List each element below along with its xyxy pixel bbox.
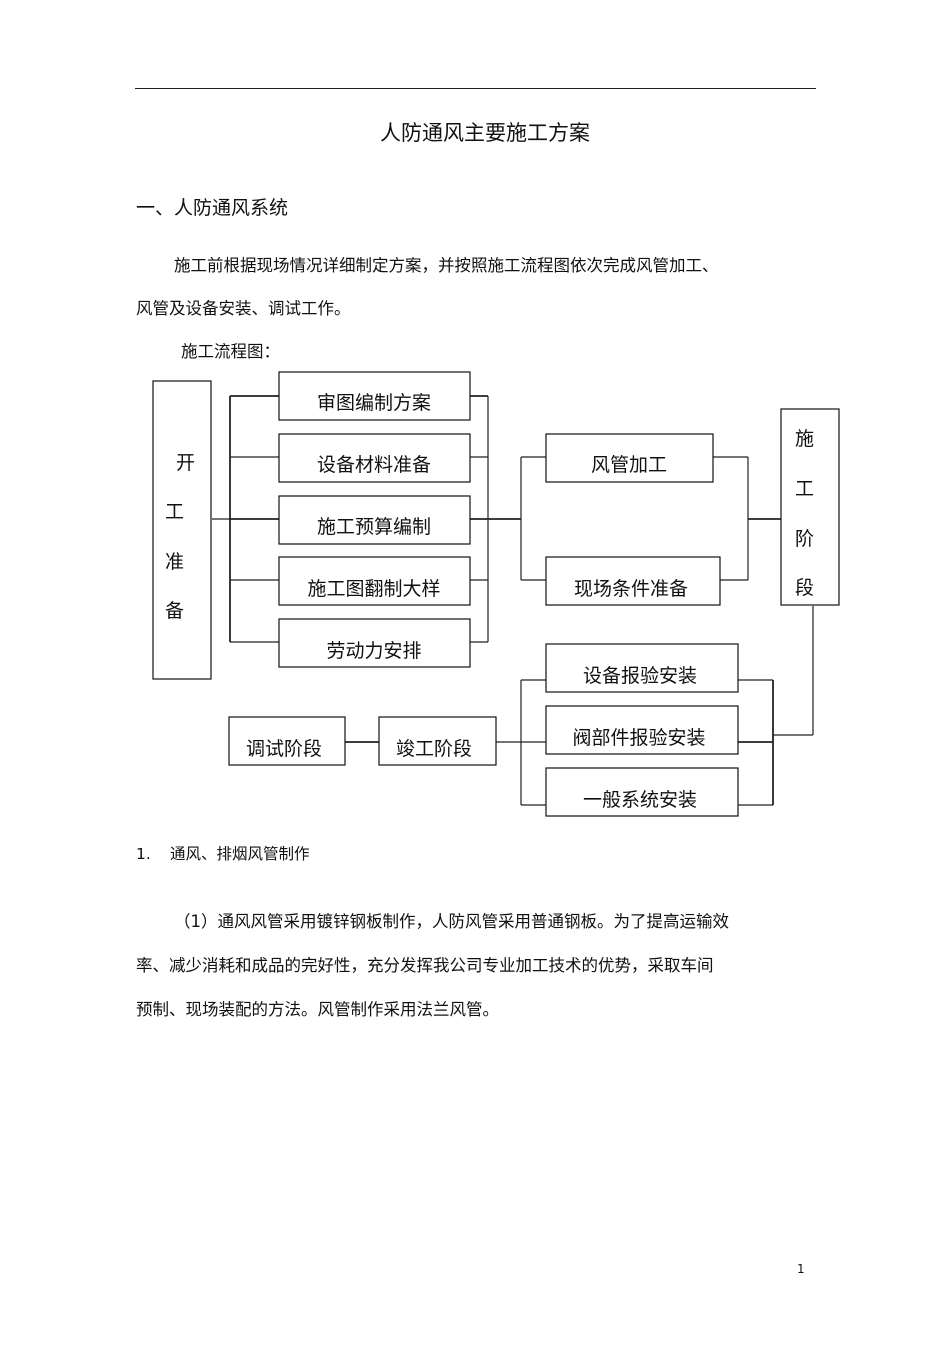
body-paragraph-line-3: 预制、现场装配的方法。风管制作采用法兰风管。 [136,1000,499,1019]
subsection-title: 通风、排烟风管制作 [170,845,310,863]
flowchart-connectors [212,395,814,806]
testing-label: 调试阶段 [246,738,322,760]
prep-step-label: 施工图翻制大样 [307,578,440,600]
prep-step-box: 施工图翻制大样 [278,556,471,606]
install-step-box: 阀部件报验安装 [545,705,739,755]
mid-step-label: 现场条件准备 [574,578,688,600]
install-step-box: 设备报验安装 [545,643,739,693]
prep-step-box: 施工预算编制 [278,495,471,545]
prep-step-label: 审图编制方案 [317,392,431,414]
completion-label: 竣工阶段 [396,738,472,760]
intro-paragraph-line-1: 施工前根据现场情况详细制定方案，并按照施工流程图依次完成风管加工、 [174,256,719,275]
page-number: 1 [797,1262,805,1276]
prep-step-label: 劳动力安排 [326,640,421,662]
start-preparation-box: 开 工 准 备 [152,380,212,680]
mid-step-box: 风管加工 [545,433,714,483]
prep-step-box: 设备材料准备 [278,433,471,483]
start-char: 开 [176,452,195,474]
construction-stage-box: 施 工 阶 段 [780,408,840,606]
start-char: 备 [165,600,184,622]
install-step-box: 一般系统安装 [545,767,739,817]
prep-step-box: 劳动力安排 [278,618,471,668]
construction-char: 段 [795,577,814,599]
prep-step-box: 审图编制方案 [278,371,471,421]
header-rule [135,88,816,89]
testing-stage-box: 调试阶段 [228,716,346,766]
section-heading: 一、人防通风系统 [136,197,289,219]
install-step-label: 阀部件报验安装 [572,727,705,749]
start-char: 工 [165,501,184,523]
body-paragraph-line-1: （1）通风风管采用镀锌钢板制作，人防风管采用普通钢板。为了提高运输效 [174,912,729,931]
page-title: 人防通风主要施工方案 [380,121,590,145]
intro-paragraph-line-2: 风管及设备安装、调试工作。 [136,299,351,318]
install-step-label: 一般系统安装 [583,789,697,811]
install-step-label: 设备报验安装 [583,665,697,687]
construction-char: 阶 [795,528,814,550]
start-char: 准 [165,551,184,573]
construction-char: 工 [795,478,814,500]
construction-char: 施 [795,428,814,450]
completion-stage-box: 竣工阶段 [378,716,497,766]
subsection-number: 1. [136,845,151,863]
subsection-heading: 1. 通风、排烟风管制作 [136,842,310,864]
flowchart-label: 施工流程图： [181,342,280,361]
mid-step-box: 现场条件准备 [545,556,721,606]
mid-step-label: 风管加工 [591,454,667,476]
body-paragraph-line-2: 率、减少消耗和成品的完好性，充分发挥我公司专业加工技术的优势，采取车间 [136,956,714,975]
prep-step-label: 施工预算编制 [317,516,431,538]
prep-step-label: 设备材料准备 [317,454,431,476]
